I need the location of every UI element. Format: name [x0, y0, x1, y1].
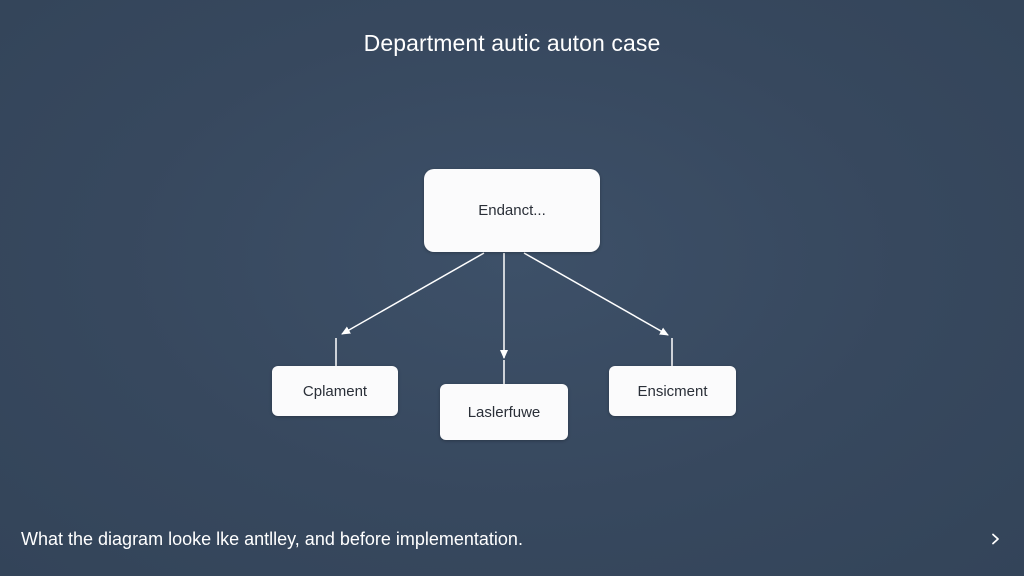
- connector-root-to-left: [341, 252, 485, 335]
- diagram-node-center: Laslerfuwe: [440, 384, 568, 440]
- slide-title: Department autic auton case: [363, 30, 661, 56]
- diagram-node-right: Ensicment: [609, 366, 736, 416]
- connector-root-to-right: [523, 252, 669, 336]
- diagram-node-right-label: Ensicment: [637, 382, 708, 400]
- slide-caption: What the diagram looke lke antlley, and …: [21, 529, 523, 549]
- diagram-node-root: Endanct...: [424, 169, 600, 252]
- chevron-right-icon[interactable]: [985, 527, 1007, 551]
- diagram-node-left: Cplament: [272, 366, 398, 416]
- diagram-node-root-label: Endanct...: [478, 202, 546, 219]
- diagram-node-center-label: Laslerfuwe: [467, 403, 541, 421]
- diagram-node-left-label: Cplament: [302, 382, 368, 400]
